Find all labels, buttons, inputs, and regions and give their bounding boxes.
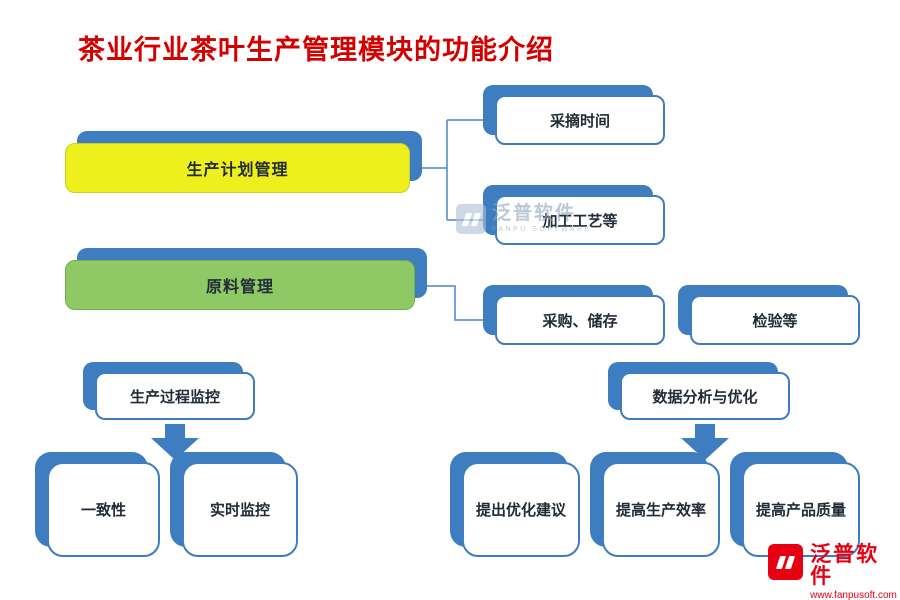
- diagram-title: 茶业行业茶叶生产管理模块的功能介绍: [78, 35, 554, 65]
- quote-mark: [784, 555, 796, 569]
- down-arrow-left: [151, 424, 199, 460]
- node-realtime-monitoring: 实时监控: [170, 452, 298, 557]
- node-label: 加工工艺等: [495, 195, 665, 245]
- node-inspection: 检验等: [678, 285, 860, 345]
- node-processing-technique: 加工工艺等: [483, 185, 665, 245]
- node-production-plan-management: 生产计划管理: [65, 131, 422, 193]
- node-purchase-storage: 采购、储存: [483, 285, 665, 345]
- node-picking-time: 采摘时间: [483, 85, 665, 145]
- watermark-subtitle: FANPU SOFTWARE: [492, 225, 592, 233]
- down-arrows: [151, 424, 729, 460]
- node-label: 生产过程监控: [95, 372, 255, 420]
- fanpu-logo-icon: [456, 204, 486, 234]
- node-label: 提高产品质量: [742, 462, 860, 557]
- quote-mark: [470, 212, 481, 226]
- node-consistency: 一致性: [35, 452, 160, 557]
- node-label: 数据分析与优化: [620, 372, 790, 420]
- node-label: 原料管理: [65, 260, 415, 310]
- connector-production-plan: [410, 119, 483, 221]
- node-raw-material-management: 原料管理: [65, 248, 427, 310]
- quote-mark: [461, 212, 472, 226]
- node-process-monitoring: 生产过程监控: [83, 362, 255, 420]
- footer-url: www.fanpusoft.com: [810, 590, 897, 600]
- node-label: 提出优化建议: [462, 462, 580, 557]
- node-label: 采购、储存: [495, 295, 665, 345]
- node-label: 检验等: [690, 295, 860, 345]
- connector-raw-material: [415, 285, 483, 321]
- center-watermark: 泛普软件 FANPU SOFTWARE: [456, 204, 592, 234]
- node-product-quality: 提高产品质量: [730, 452, 860, 557]
- node-data-analysis-optimization: 数据分析与优化: [608, 362, 790, 420]
- fanpu-logo-icon: [768, 544, 804, 580]
- node-label: 一致性: [47, 462, 160, 557]
- node-label: 采摘时间: [495, 95, 665, 145]
- footer-logo-text: 泛普软件 www.fanpusoft.com: [810, 543, 900, 600]
- node-label: 提高生产效率: [602, 462, 720, 557]
- footer-brand: 泛普软件: [810, 543, 880, 589]
- watermark-text: 泛普软件 FANPU SOFTWARE: [492, 204, 592, 233]
- down-arrow-right: [681, 424, 729, 460]
- watermark-brand: 泛普软件: [492, 203, 577, 224]
- connector-lines: [410, 119, 483, 321]
- node-label: 实时监控: [182, 462, 298, 557]
- node-production-efficiency: 提高生产效率: [590, 452, 720, 557]
- node-label: 生产计划管理: [65, 143, 410, 193]
- node-optimization-suggestion: 提出优化建议: [450, 452, 580, 557]
- footer-logo: 泛普软件 www.fanpusoft.com: [768, 543, 900, 600]
